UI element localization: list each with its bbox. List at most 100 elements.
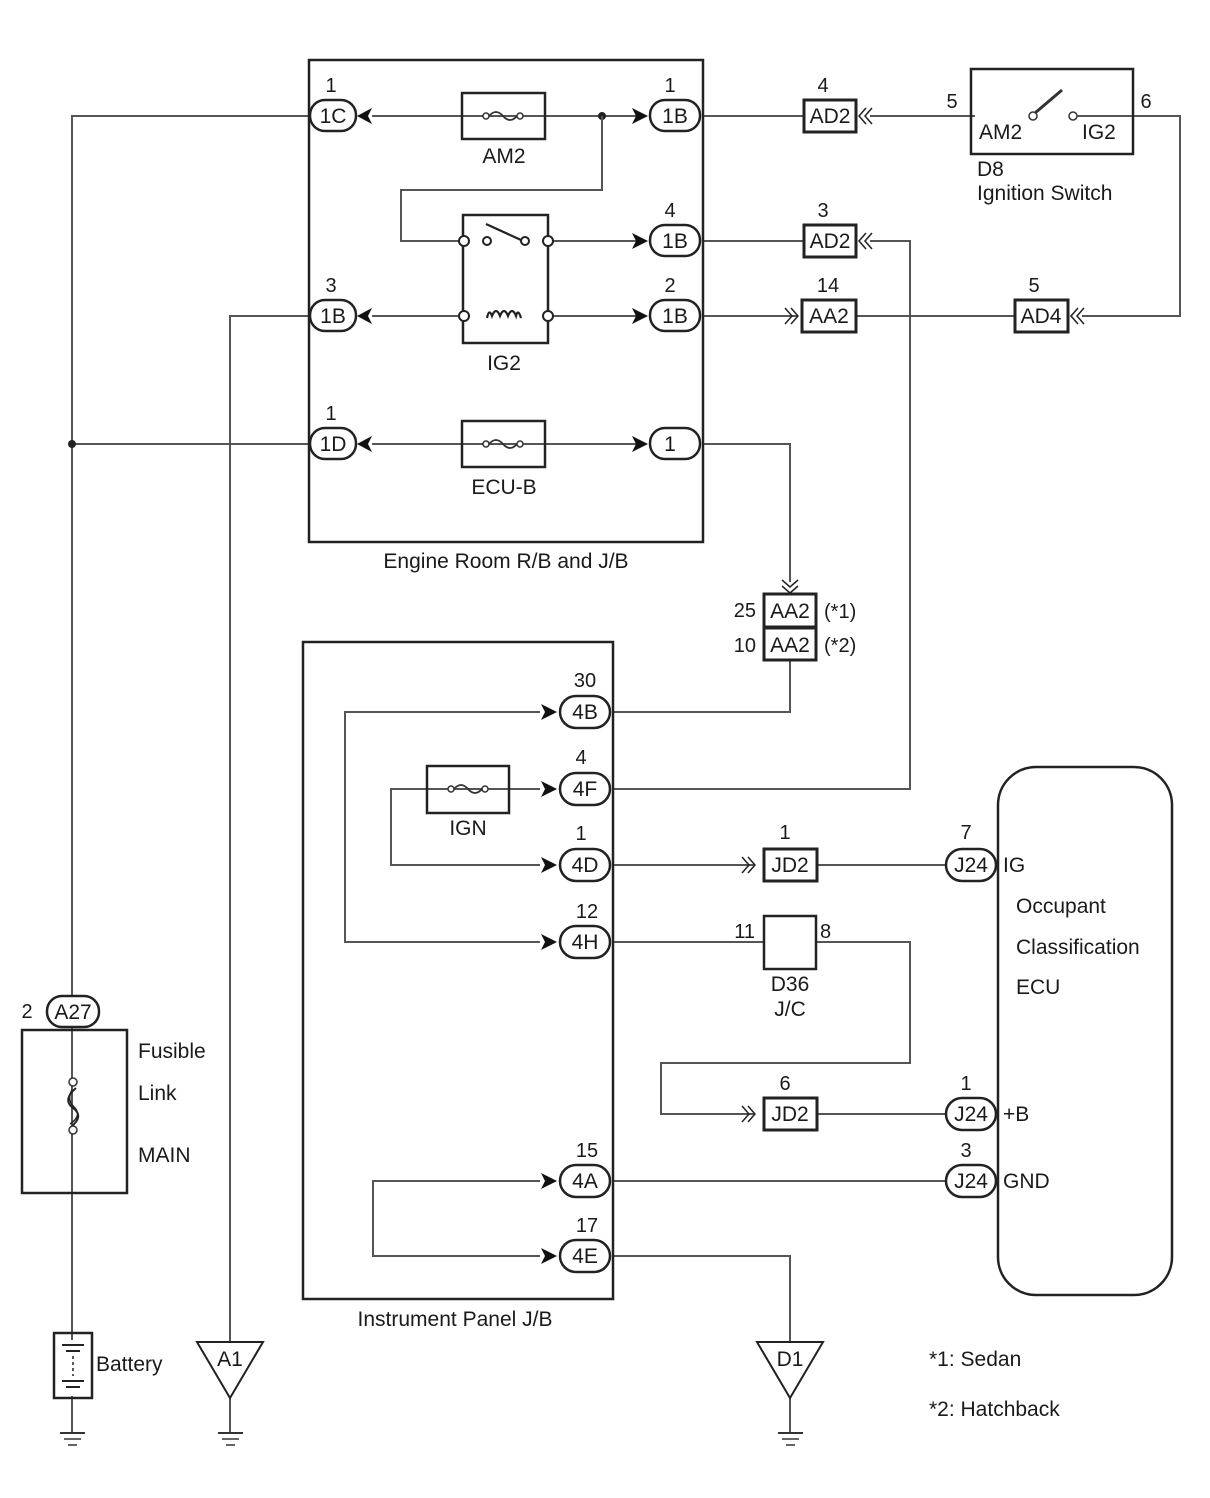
connector-1c: 1 1C	[308, 75, 372, 133]
wire-ecub-aa2	[702, 443, 791, 582]
connector-ad4: 5 AD4	[1013, 275, 1085, 334]
pin-number: 5	[946, 91, 957, 113]
connector-code: 4B	[572, 701, 598, 724]
connector-pill	[308, 298, 358, 333]
pin-number: 7	[960, 822, 971, 844]
ecu-body	[996, 765, 1174, 1297]
connector-1b-top: 1 1B	[632, 75, 702, 133]
fusible-link-label: Link	[138, 1082, 177, 1105]
connector-box	[762, 1096, 819, 1132]
pin-number: 5	[1028, 275, 1039, 297]
connector-pill	[308, 426, 358, 461]
connector-code: 1D	[320, 433, 347, 456]
fusible-link-body	[20, 1028, 129, 1195]
instrument-panel-jb-title: Instrument Panel J/B	[358, 1308, 553, 1331]
ecu-terminal-ig: 7 J24 IG	[944, 822, 1025, 883]
terminal-signal: +B	[1003, 1103, 1029, 1126]
ecub-fuse-body	[460, 419, 547, 469]
connector-arrow-icon	[632, 108, 648, 124]
engine-room-jb-frame	[307, 58, 705, 544]
connector-code: 1B	[662, 305, 688, 328]
engine-room-jb-title: Engine Room R/B and J/B	[383, 550, 628, 573]
connector-pill	[648, 298, 702, 333]
junction-connector-d36: 11 8 D36 J/C	[734, 914, 831, 1021]
ecu-terminal-gnd: 3 J24 GND	[944, 1140, 1050, 1199]
pin-number: 14	[817, 275, 839, 297]
terminal-label: IG2	[1082, 121, 1116, 144]
connector-code: AA2	[770, 600, 810, 623]
ground-point-label: D1	[777, 1348, 804, 1371]
fuse-icon	[482, 111, 524, 121]
connector-code: A27	[54, 1001, 91, 1024]
connector-arrow-icon	[632, 436, 648, 452]
pin-number: 8	[820, 921, 831, 943]
occupant-classification-ecu: Occupant Classification ECU 7 J24 IG 1 J…	[944, 765, 1174, 1297]
wire-4a-4e	[372, 1180, 540, 1257]
fuse-icon	[447, 784, 489, 794]
connector-code: 1B	[662, 105, 688, 128]
pin-number: 30	[574, 670, 596, 692]
relay-switch-icon	[458, 222, 554, 247]
connector-4h: 12 4H	[541, 901, 612, 960]
ecu-name-line: ECU	[1016, 976, 1060, 999]
terminal-signal: GND	[1003, 1170, 1050, 1193]
connector-code: 4D	[572, 854, 599, 877]
ig2-relay-label: IG2	[487, 352, 521, 375]
pin-number: 4	[575, 747, 586, 769]
pin-number: 6	[1140, 91, 1151, 113]
connector-code: AA2	[770, 634, 810, 657]
connector-code: 1	[664, 433, 676, 456]
connector-arrow-icon	[541, 704, 557, 720]
instrument-panel-jb: Instrument Panel J/B IGN 30 4B 4 4F 1 4D	[301, 640, 615, 1331]
component-type: J/C	[774, 998, 806, 1021]
connector-code: AD2	[810, 105, 851, 128]
ground-point-triangle	[755, 1341, 825, 1400]
connector-code: JD2	[771, 1103, 808, 1126]
connector-pill	[648, 223, 702, 258]
wire-bus-main	[71, 115, 312, 1000]
connector-jd2-bottom: 6 JD2	[741, 1073, 819, 1132]
connector-code: 1C	[320, 105, 347, 128]
pin-number: 17	[576, 1215, 598, 1237]
connector-arrow-icon	[541, 1248, 557, 1264]
ground-icon	[60, 1432, 85, 1446]
connector-box	[1013, 298, 1070, 334]
connector-box	[802, 223, 858, 259]
connector-box	[802, 98, 858, 134]
battery-icon	[62, 1344, 84, 1388]
connector-arrow-icon	[632, 308, 648, 324]
connector-4b: 30 4B	[541, 670, 612, 730]
pin-number: 25	[734, 600, 756, 622]
wire-4b-4h	[344, 711, 540, 943]
pin-number: 11	[734, 921, 755, 943]
connector-code: J24	[954, 854, 988, 877]
connector-box	[800, 298, 858, 334]
pin-number: 1	[664, 75, 675, 97]
connector-4f: 4 4F	[541, 747, 612, 807]
connector-pill	[648, 426, 702, 461]
connector-chevron-icon	[784, 307, 799, 325]
battery: Battery	[52, 1331, 163, 1400]
engine-room-jb: Engine Room R/B and J/B AM2 IG2	[307, 58, 705, 573]
pin-number: 1	[325, 403, 336, 425]
ground-point-triangle	[195, 1341, 265, 1400]
connector-arrow-icon	[632, 233, 648, 249]
component-id: D36	[771, 973, 810, 996]
pin-number: 15	[576, 1140, 598, 1162]
connector-chevron-icon	[858, 232, 873, 250]
connector-pill	[308, 98, 358, 133]
connector-code: 4E	[572, 1245, 598, 1268]
connector-arrow-icon	[541, 781, 557, 797]
connector-arrow-icon	[357, 108, 372, 124]
note-sedan: *1: Sedan	[929, 1348, 1021, 1371]
ground-icon	[778, 1432, 803, 1446]
wire-aa2-4b	[612, 660, 791, 713]
wire-ad2-4f	[612, 240, 911, 790]
connector-code: AA2	[809, 305, 849, 328]
connector-arrow-icon	[357, 436, 372, 452]
connector-code: JD2	[771, 854, 808, 877]
terminal-signal: IG	[1003, 854, 1025, 877]
connector-pill	[944, 1096, 998, 1132]
d36-body	[762, 914, 818, 971]
